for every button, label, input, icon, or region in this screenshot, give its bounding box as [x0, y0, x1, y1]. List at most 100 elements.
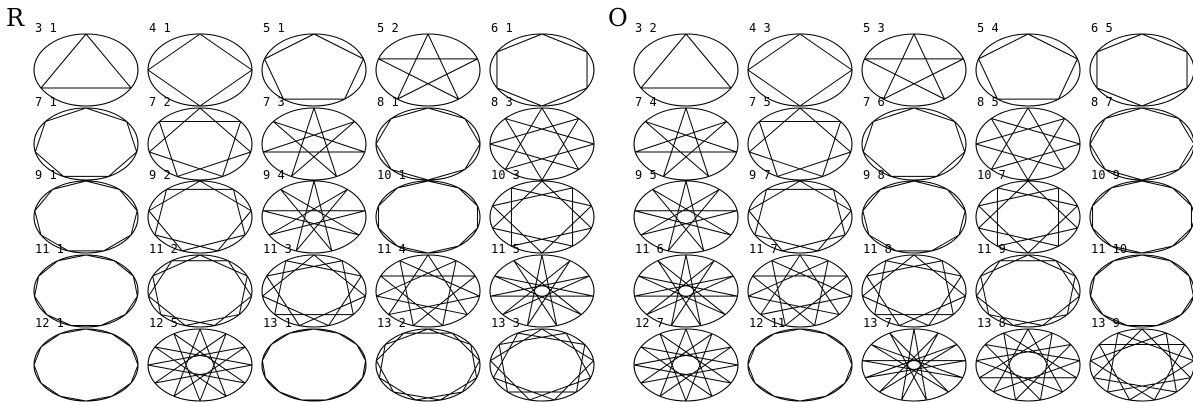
- cell-label: 11 4: [377, 242, 406, 256]
- cell-label: 7 1: [35, 95, 57, 109]
- billiard-trajectory: [378, 180, 478, 254]
- billiard-trajectory: [975, 107, 1081, 181]
- ellipse-boundary: [375, 328, 481, 402]
- ellipse-boundary: [33, 328, 139, 402]
- billiard-trajectory: [375, 107, 481, 181]
- cell-label: 10 7: [977, 168, 1006, 182]
- orbit-cell: 7 3: [261, 95, 367, 181]
- cell-label: 12 5: [149, 316, 178, 330]
- billiard-trajectory: [33, 328, 139, 402]
- cell-label: 8 7: [1091, 95, 1113, 109]
- billiard-trajectory: [634, 107, 738, 177]
- orbit-cell: 9 1: [33, 168, 139, 254]
- orbit-cell: 13 3: [489, 316, 595, 402]
- cell-label: 9 5: [635, 168, 657, 182]
- billiard-trajectory: [489, 107, 595, 181]
- cell-label: 4 3: [749, 21, 771, 35]
- cell-label: 11 1: [35, 242, 64, 256]
- cell-label: 4 1: [149, 21, 171, 35]
- cell-label: 5 4: [977, 21, 999, 35]
- cell-label: 12 1: [35, 316, 64, 330]
- panel-letter-r: R: [6, 4, 25, 32]
- billiard-trajectory: [862, 180, 966, 252]
- orbit-cell: 5 4: [975, 21, 1081, 107]
- orbit-cell: 6 5: [1089, 21, 1193, 107]
- orbit-cell: 11 3: [261, 242, 367, 328]
- billiard-trajectory: [978, 180, 1078, 254]
- orbit-cell: 9 7: [747, 168, 853, 254]
- orbit-cell: 9 4: [261, 168, 367, 254]
- orbit-cell: 5 3: [861, 21, 967, 107]
- cell-label: 10 3: [491, 168, 520, 182]
- cell-label: 11 8: [863, 242, 892, 256]
- billiard-trajectory: [975, 328, 1081, 401]
- cell-label: 11 2: [149, 242, 178, 256]
- cell-label: 7 3: [263, 95, 285, 109]
- orbit-cell: 7 2: [147, 95, 253, 181]
- billiard-trajectory: [148, 254, 252, 327]
- billiard-trajectory: [492, 180, 592, 254]
- orbit-cell: 10 1: [375, 168, 481, 254]
- billiard-trajectory: [1092, 180, 1192, 254]
- orbit-cell: 7 6: [861, 95, 967, 181]
- orbit-cell: 13 2: [375, 316, 481, 402]
- billiard-trajectory: [376, 254, 480, 327]
- cell-label: 9 4: [263, 168, 285, 182]
- billiard-trajectory: [148, 180, 252, 252]
- cell-label: 10 1: [377, 168, 406, 182]
- cell-label: 13 8: [977, 316, 1006, 330]
- cell-label: 6 5: [1091, 21, 1113, 35]
- orbit-cell: 8 7: [1089, 95, 1193, 181]
- billiard-trajectory: [862, 254, 966, 327]
- billiard-trajectory: [978, 33, 1078, 100]
- orbit-cell: 8 5: [975, 95, 1081, 181]
- ellipse-boundary: [147, 328, 253, 402]
- cell-label: 8 1: [377, 95, 399, 109]
- billiard-trajectory: [1090, 254, 1193, 327]
- orbit-cell: 5 2: [375, 21, 481, 107]
- cell-label: 11 7: [749, 242, 778, 256]
- billiard-trajectory: [633, 328, 739, 402]
- orbit-cell: 12 11: [747, 316, 853, 402]
- cell-label: 9 1: [35, 168, 57, 182]
- billiard-trajectory: [34, 180, 138, 252]
- cell-label: 9 7: [749, 168, 771, 182]
- orbit-cell: 13 1: [261, 316, 367, 402]
- cell-label: 7 4: [635, 95, 657, 109]
- billiard-trajectory: [748, 254, 852, 327]
- cell-label: 3 1: [35, 21, 57, 35]
- orbit-cell: 9 2: [147, 168, 253, 254]
- billiard-trajectory: [1096, 33, 1188, 107]
- orbit-cell: 4 3: [747, 21, 853, 107]
- cell-label: 13 3: [491, 316, 520, 330]
- cell-label: 11 10: [1091, 242, 1127, 256]
- billiard-trajectory: [1089, 328, 1193, 401]
- billiard-trajectory: [748, 107, 852, 177]
- orbit-cell: 11 5: [489, 242, 595, 328]
- orbit-cell: 11 2: [147, 242, 253, 328]
- billiard-trajectory: [976, 254, 1080, 327]
- billiard-trajectory: [747, 328, 853, 402]
- billiard-trajectory: [261, 328, 367, 401]
- orbit-cell: 12 1: [33, 316, 139, 402]
- cell-label: 11 6: [635, 242, 664, 256]
- cell-label: 11 5: [491, 242, 520, 256]
- orbit-cell: 5 1: [261, 21, 367, 107]
- orbit-cell: 11 4: [375, 242, 481, 328]
- orbit-cell: 12 5: [147, 316, 253, 402]
- orbit-cell: 13 9: [1089, 316, 1193, 402]
- billiard-trajectory: [378, 33, 478, 100]
- billiard-trajectory: [640, 33, 732, 89]
- orbit-cell: 7 1: [33, 95, 139, 181]
- orbit-cell: 13 8: [975, 316, 1081, 402]
- billiard-trajectory: [262, 254, 366, 327]
- orbit-cell: 13 7: [861, 316, 967, 402]
- orbit-cell: 10 7: [975, 168, 1081, 254]
- orbit-cell: 11 8: [861, 242, 967, 328]
- orbit-cell: 11 9: [975, 242, 1081, 328]
- cell-label: 9 2: [149, 168, 171, 182]
- cell-label: 11 9: [977, 242, 1006, 256]
- billiard-trajectory: [264, 33, 364, 100]
